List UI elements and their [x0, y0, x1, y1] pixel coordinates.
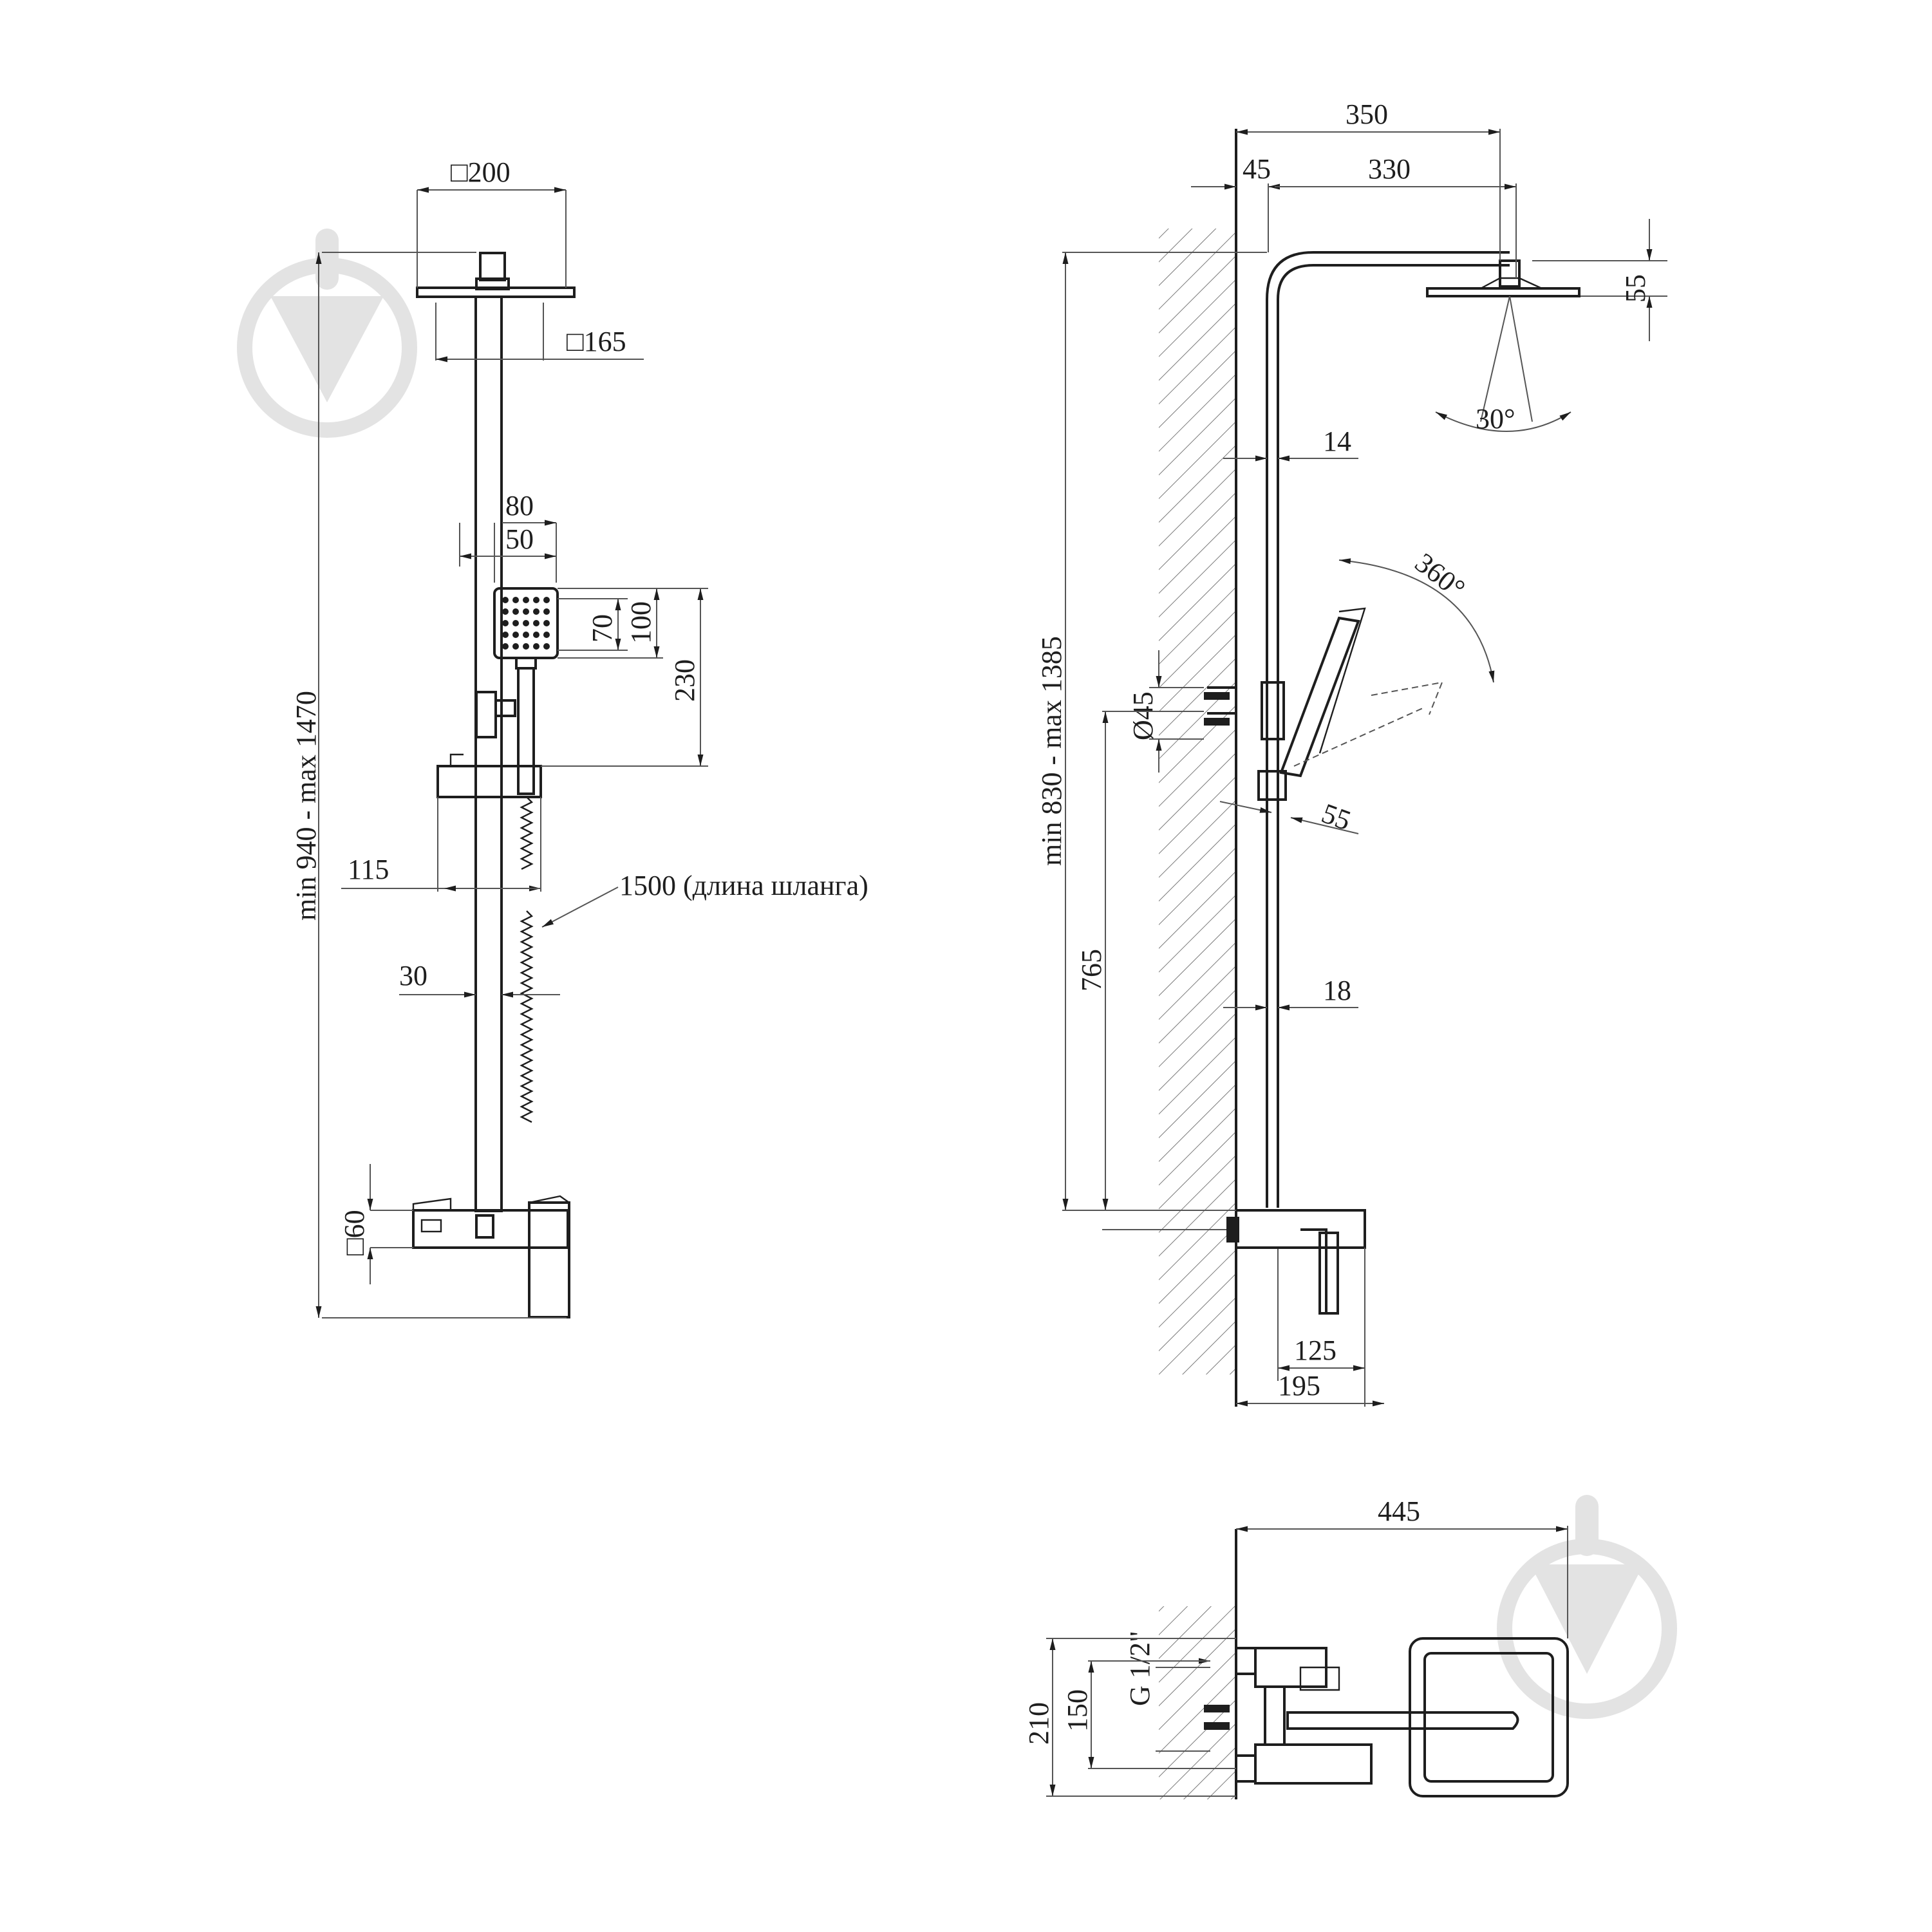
- nozzle-dot: [523, 608, 529, 615]
- nozzle-dot: [512, 620, 519, 626]
- top-head-outer: [1409, 1637, 1569, 1797]
- shower-hose-upper: [520, 796, 534, 870]
- mixer-lever: [528, 1201, 570, 1318]
- nozzle-dot: [502, 597, 509, 603]
- dim-head-thickness: 55: [1620, 274, 1651, 303]
- nozzle-dot: [543, 632, 550, 638]
- dim-holder-tilt: 55: [1318, 797, 1355, 836]
- nozzle-dot: [512, 608, 519, 615]
- dim-hand-outer: 80: [505, 490, 534, 521]
- dim-column-height: min 830 - max 1385: [1036, 636, 1067, 866]
- dim-hand-inner: 50: [505, 523, 534, 555]
- dim-hand-height: 100: [625, 601, 657, 644]
- dim-holder-dia: Ø45: [1127, 691, 1159, 740]
- dim-rail-top: 14: [1323, 426, 1351, 457]
- label-connection: G 1/2": [1124, 1631, 1156, 1706]
- dim-spout-125: 125: [1294, 1335, 1336, 1366]
- dim-arm-length: 330: [1368, 153, 1411, 185]
- nozzle-dot: [523, 643, 529, 650]
- nozzle-dot: [533, 643, 539, 650]
- dim-total-height: min 940 - max 1470: [290, 691, 322, 921]
- top-arm: [1286, 1711, 1519, 1730]
- nozzle-dot: [543, 643, 550, 650]
- dim-hand-drop: 230: [669, 659, 700, 702]
- dim-head-size: □200: [451, 156, 511, 188]
- nozzle-dot: [533, 620, 539, 626]
- nozzle-dot: [543, 608, 550, 615]
- nozzle-dot: [533, 632, 539, 638]
- dim-spout-195: 195: [1278, 1370, 1320, 1402]
- slider-bracket: [436, 765, 542, 798]
- dim-rail-offset: 30: [399, 960, 427, 991]
- wall-bracket: [1261, 681, 1285, 740]
- nozzle-dot: [533, 597, 539, 603]
- shower-rail: [474, 295, 503, 1212]
- dim-wall-gap: 45: [1243, 153, 1271, 185]
- dim-height-150: 150: [1062, 1689, 1093, 1732]
- dim-hand-face: 70: [586, 614, 618, 642]
- watermark-logo-right: [1497, 1495, 1677, 1719]
- label-hose-length: 1500 (длина шланга): [619, 870, 868, 901]
- dim-depth-total: 445: [1378, 1496, 1420, 1527]
- side-slider: [1257, 770, 1287, 801]
- head-connector: [479, 252, 506, 281]
- nozzle-dot: [512, 632, 519, 638]
- dim-rotation: 360°: [1409, 547, 1471, 605]
- dim-rail-bottom: 18: [1323, 975, 1351, 1006]
- nozzle-dot: [502, 608, 509, 615]
- watermark-logo-left: [237, 229, 417, 438]
- nozzle-dot: [533, 608, 539, 615]
- nozzle-dot: [502, 620, 509, 626]
- nozzle-dot: [502, 643, 509, 650]
- dim-bracket-offset: 115: [348, 854, 389, 885]
- nozzle-dot: [523, 620, 529, 626]
- dim-holder-height: 765: [1076, 949, 1107, 991]
- front-view: □200 □165 80 50 70 100 230 115: [290, 156, 868, 1318]
- dim-reach-total: 350: [1346, 98, 1388, 130]
- side-head-plate: [1426, 287, 1580, 297]
- shower-hose-lower: [520, 910, 534, 1123]
- nozzle-dot: [543, 620, 550, 626]
- hand-shower-handle: [517, 667, 535, 795]
- top-head-inner: [1423, 1652, 1554, 1783]
- dim-mixer-size: □60: [339, 1210, 370, 1255]
- wall-hatch: [1159, 229, 1236, 1374]
- nozzle-dot: [543, 597, 550, 603]
- dim-height-210: 210: [1023, 1702, 1055, 1745]
- dim-head-plate: □165: [567, 326, 626, 357]
- side-view: 350 45 330 55 30° 14 360° Ø45 55 min 83: [1036, 98, 1667, 1407]
- top-view: 445 G 1/2" 210 150: [1023, 1496, 1569, 1799]
- dim-spray-angle: 30°: [1476, 403, 1515, 435]
- nozzle-dot: [523, 597, 529, 603]
- nozzle-dot: [523, 632, 529, 638]
- nozzle-dot: [502, 632, 509, 638]
- nozzle-dot: [512, 643, 519, 650]
- shower-column: [1266, 251, 1510, 1208]
- top-wall-hatch: [1159, 1606, 1236, 1799]
- hand-shower-nozzles: [502, 597, 550, 650]
- nozzle-dot: [512, 597, 519, 603]
